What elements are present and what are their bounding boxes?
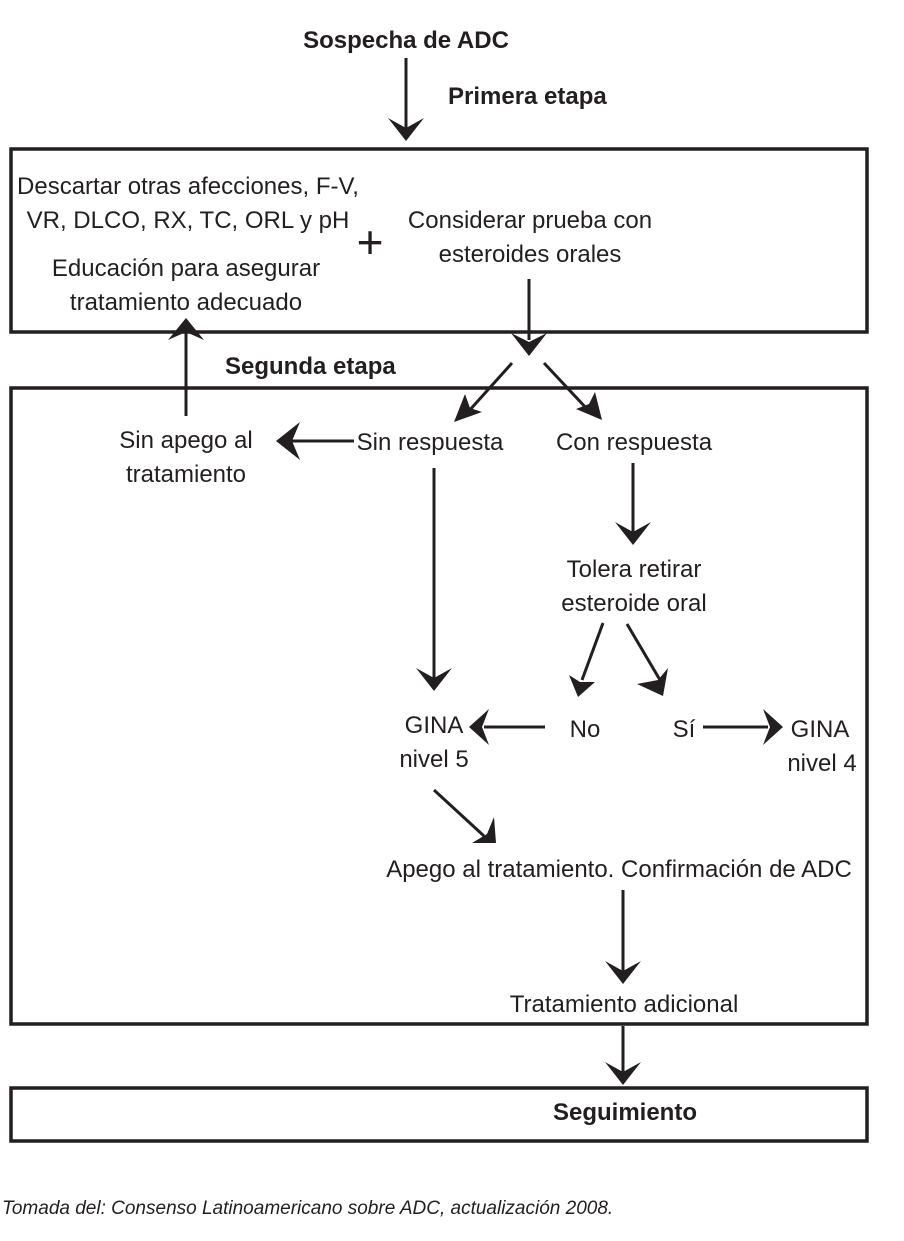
start-node: Sospecha de ADC <box>303 27 509 54</box>
response-node: Con respuesta <box>556 429 713 456</box>
stage1-label: Primera etapa <box>448 83 607 110</box>
arrowhead <box>615 522 651 545</box>
source-caption: Tomada del: Consenso Latinoamericano sob… <box>2 1198 613 1219</box>
plus-sign: + <box>357 216 384 268</box>
arrowhead <box>763 709 783 745</box>
stage1-box <box>9 147 869 334</box>
arrowhead <box>416 668 452 691</box>
arrowhead <box>569 675 595 697</box>
gina4-line2: nivel 4 <box>787 750 856 777</box>
arrows <box>168 58 783 1085</box>
education-line1: Educación para asegurar <box>52 255 320 282</box>
tolerates-line2: esteroide oral <box>561 590 706 617</box>
arrow-gina5-confirmation <box>432 788 486 838</box>
tolerates-line1: Tolera retirar <box>567 556 702 583</box>
stage2-label: Segunda etapa <box>225 353 396 380</box>
arrowhead <box>168 318 204 340</box>
consider-line1: Considerar prueba con <box>408 207 652 234</box>
arrowhead <box>637 668 668 696</box>
arrowhead <box>276 422 300 460</box>
gina4-line1: GINA <box>791 716 850 743</box>
arrowhead <box>605 1062 641 1085</box>
arrowhead <box>388 118 424 141</box>
arrowhead <box>576 392 602 420</box>
arrowhead <box>511 333 547 356</box>
arrowhead <box>469 709 489 745</box>
education-line2: tratamiento adecuado <box>70 289 302 316</box>
arrow-tolerates-yes <box>625 623 662 681</box>
additional-treatment-node: Tratamiento adicional <box>510 991 739 1018</box>
followup-box <box>9 1086 869 1143</box>
gina5-line2: nivel 5 <box>399 746 468 773</box>
no-node: No <box>570 716 601 743</box>
discard-line2: VR, DLCO, RX, TC, ORL y pH <box>27 207 350 234</box>
gina5-line1: GINA <box>405 712 464 739</box>
yes-node: Sí <box>673 716 696 743</box>
no-adherence-line1: Sin apego al <box>119 427 252 454</box>
arrow-split-no-response <box>466 361 514 414</box>
arrowhead <box>605 961 641 984</box>
stage2-box <box>9 386 869 1026</box>
discard-line1: Descartar otras afecciones, F-V, <box>17 173 359 200</box>
arrowhead <box>472 817 496 843</box>
no-response-node: Sin respuesta <box>357 429 504 456</box>
arrow-split-response <box>542 361 590 412</box>
followup-node: Seguimiento <box>553 1099 697 1126</box>
arrowhead <box>454 394 482 422</box>
consider-line2: esteroides orales <box>439 241 622 268</box>
confirmation-node: Apego al tratamiento. Confirmación de AD… <box>386 856 852 883</box>
no-adherence-line2: tratamiento <box>126 461 246 488</box>
arrow-tolerates-no <box>580 622 605 681</box>
